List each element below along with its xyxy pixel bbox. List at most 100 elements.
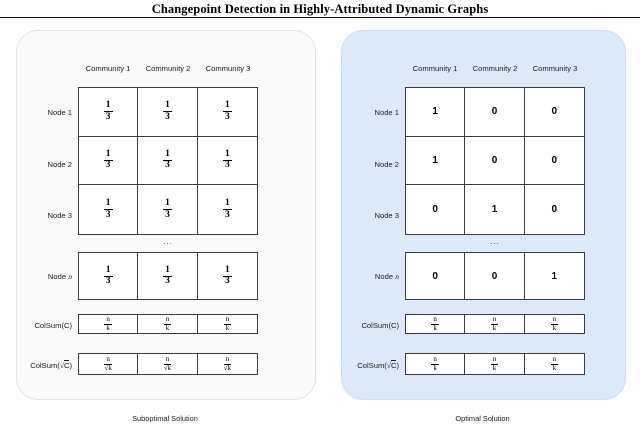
right-matrix-ellipsis: ... [490, 237, 500, 246]
left-colsum-c-label: ColSum(C) [34, 321, 72, 330]
left-matrix-ellipsis: ... [163, 237, 173, 246]
right-cell-r2c2: 0 [465, 136, 525, 186]
colsum-sqrt-arg: C [390, 360, 397, 370]
left-row-label-node-1: Node 1 [47, 108, 73, 117]
column-header-community-1: Community 1 [85, 64, 131, 73]
right-row-label-node-n-index: n [395, 272, 399, 281]
right-row-label-node-2: Node 2 [374, 160, 400, 169]
column-header-community-2: Community 2 [145, 64, 191, 73]
left-colsum-sqrt-c-bar: n√k n√k n√k [78, 353, 258, 375]
right-row-label-node-n-prefix: Node [374, 272, 394, 281]
right-cell-r2c3: 0 [524, 136, 584, 186]
left-row-label-node-n-index: n [68, 272, 72, 281]
right-cell-r1c2: 0 [465, 88, 525, 137]
right-matrix-main: 1 0 0 1 0 0 0 1 0 [405, 87, 585, 235]
right-cell-r1c3: 0 [524, 88, 584, 137]
column-header-community-1: Community 1 [412, 64, 458, 73]
colsum-sqrt-prefix: ColSum( [30, 361, 60, 370]
right-colsum-c-label: ColSum(C) [361, 321, 399, 330]
left-row-label-node-n-prefix: Node [47, 272, 67, 281]
page-title: Changepoint Detection in Highly-Attribut… [151, 2, 489, 16]
left-colsum-sqrt-c-label: ColSum(√C) [6, 360, 72, 370]
sqrt-icon: √ [386, 361, 391, 370]
left-colsum-sqrt-c-cell-2: n√k [138, 354, 198, 374]
right-cell-r3c2: 1 [465, 185, 525, 234]
right-cell-r2c1: 1 [406, 136, 466, 186]
left-colsum-sqrt-c-cell-3: n√k [197, 354, 257, 374]
fraction-n-over-sqrt-k: n√k [163, 355, 172, 372]
right-cell-rn-c1: 0 [406, 253, 466, 299]
right-row-label-node-n: Node n [351, 272, 399, 281]
title-divider [0, 17, 640, 18]
column-header-community-3: Community 3 [532, 64, 578, 73]
right-row-label-node-3: Node 3 [374, 211, 400, 220]
right-column-headers: Community 1 Community 2 Community 3 [405, 64, 585, 73]
column-header-community-2: Community 2 [472, 64, 518, 73]
colsum-sqrt-suffix: ) [69, 361, 72, 370]
fraction-n-over-sqrt-k: n√k [223, 355, 232, 372]
right-cell-r3c3: 0 [524, 185, 584, 234]
column-header-community-3: Community 3 [205, 64, 251, 73]
fraction-n-over-sqrt-k: n√k [104, 355, 112, 372]
left-row-label-node-n: Node n [24, 272, 72, 281]
colsum-sqrt-arg: C [63, 360, 70, 370]
left-row-label-node-2: Node 2 [47, 160, 73, 169]
right-cell-r1c1: 1 [406, 88, 466, 137]
sqrt-icon: √ [59, 361, 64, 370]
left-row-label-node-3: Node 3 [47, 211, 73, 220]
left-colsum-sqrt-c-cell-1: n√k [79, 354, 139, 374]
left-panel-caption: Suboptimal Solution [132, 414, 198, 423]
right-matrix-last-row: 0 0 1 [405, 252, 585, 300]
right-panel-caption: Optimal Solution [455, 414, 510, 423]
right-row-label-node-1: Node 1 [374, 108, 400, 117]
right-colsum-sqrt-c-label: ColSum(√C) [333, 360, 399, 370]
right-cell-rn-c2: 0 [465, 253, 525, 299]
colsum-sqrt-prefix: ColSum( [357, 361, 387, 370]
colsum-sqrt-suffix: ) [396, 361, 399, 370]
